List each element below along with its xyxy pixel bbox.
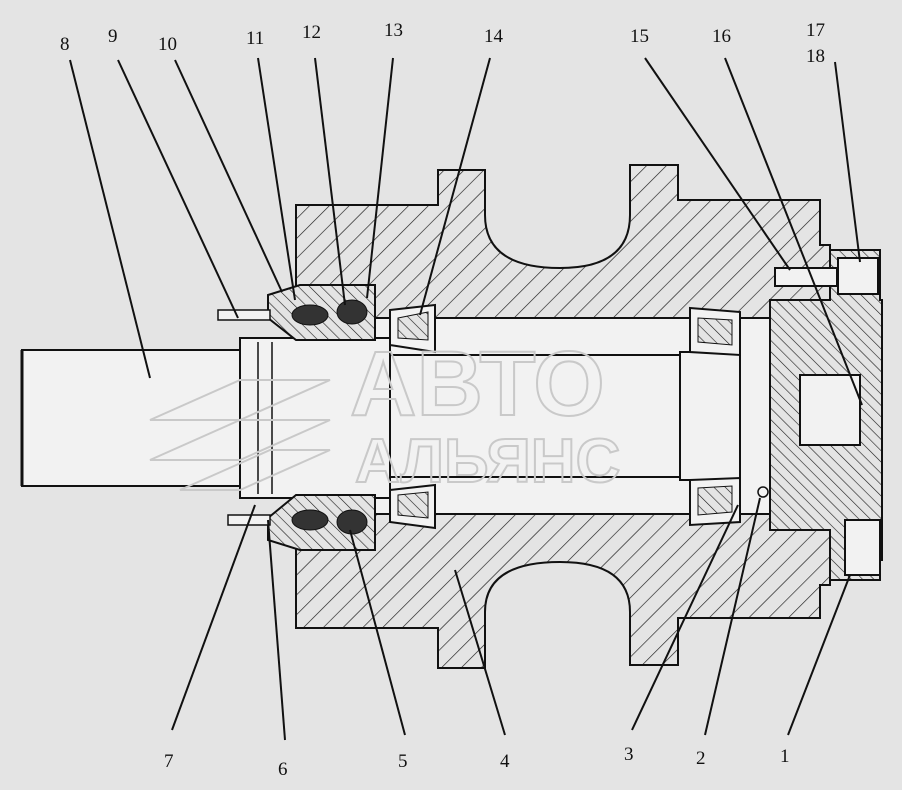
callout-1: 1	[780, 746, 790, 767]
callouts: 8 9 10 11 12 13 14 15 16 17 18 7 6 5 4 3…	[60, 20, 825, 780]
callout-17: 17	[806, 20, 825, 41]
callout-12: 12	[302, 22, 321, 43]
callout-9: 9	[108, 26, 118, 47]
leader-lines	[69, 57, 863, 741]
callout-16: 16	[712, 26, 731, 47]
cover-bolt-head	[837, 257, 879, 295]
ball-plug	[757, 486, 769, 498]
callout-11: 11	[246, 28, 264, 49]
callout-8: 8	[60, 34, 70, 55]
callout-7: 7	[164, 751, 174, 772]
callout-10: 10	[158, 34, 177, 55]
seal-ring-lower-1	[291, 509, 329, 531]
end-cover-right	[769, 249, 883, 581]
callout-5: 5	[398, 751, 408, 772]
callout-3: 3	[624, 744, 634, 765]
cover-bolt-shank	[774, 267, 838, 287]
pin-upper	[217, 309, 271, 321]
callout-13: 13	[384, 20, 403, 41]
bearing-left	[389, 303, 436, 530]
bearing-right	[689, 306, 769, 527]
callout-14: 14	[484, 26, 504, 47]
callout-4: 4	[500, 751, 510, 772]
watermark: АВТО АЛЬЯНС	[149, 332, 621, 497]
seal-ring-upper-2	[336, 299, 368, 325]
callout-6: 6	[278, 759, 288, 780]
lower-bolt-head	[844, 519, 881, 576]
seal-housing-left	[217, 284, 376, 551]
watermark-line1: АВТО	[350, 333, 605, 435]
plug-cavity	[799, 374, 861, 446]
watermark-line2: АЛЬЯНС	[355, 427, 620, 496]
callout-2: 2	[696, 748, 706, 769]
seal-ring-upper-1	[291, 304, 329, 326]
seal-ring-lower-2	[336, 509, 368, 535]
callout-18: 18	[806, 46, 825, 67]
callout-15: 15	[630, 26, 649, 47]
watermark-logo-icon	[149, 379, 331, 491]
